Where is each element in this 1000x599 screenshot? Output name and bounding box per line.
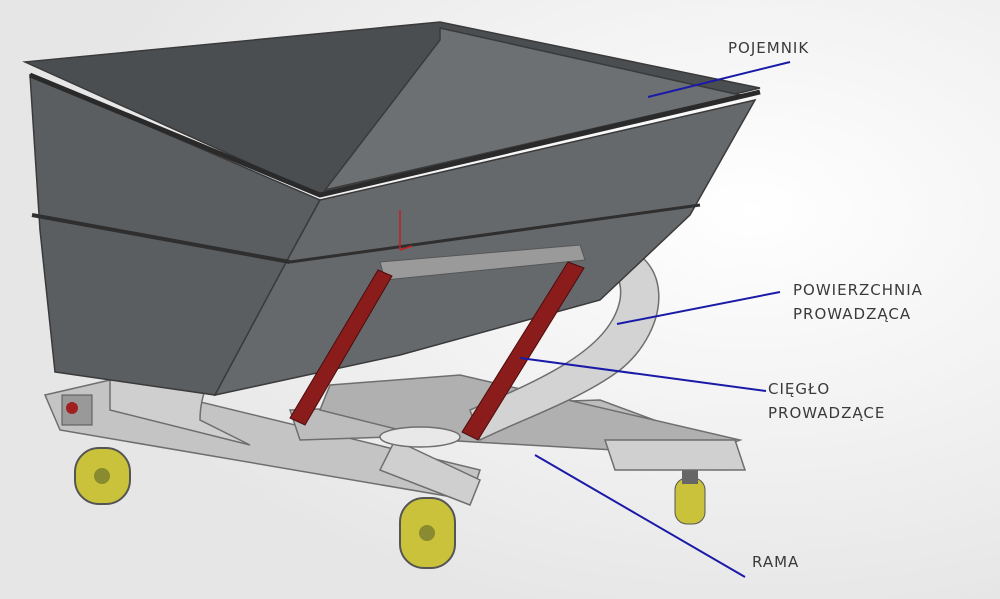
label-container: POJEMNIK [728,39,810,57]
leader-line-frame [534,454,746,578]
wheel-front-center [399,497,456,569]
label-guide-rod: CIĘGŁO PROWADZĄCE [768,377,885,425]
leader-line-container [647,61,791,98]
leader-line-guide-surface [616,291,781,325]
leader-lines [519,61,791,578]
label-guide-surface-line2: PROWADZĄCA [793,305,912,323]
label-guide-surface-line1: POWIERZCHNIA [793,281,923,299]
label-guide-rod-line2: PROWADZĄCE [768,404,886,422]
leader-line-guide-rod [519,357,767,392]
label-guide-rod-line1: CIĘGŁO [768,380,831,398]
frame [43,374,747,506]
caster-lock [61,394,93,426]
guide-rod [289,261,585,441]
wheel-front-left [74,447,131,505]
wheel-back-right [674,470,706,525]
container-axis-marker [399,210,413,251]
label-frame: RAMA [752,553,800,571]
label-guide-surface: POWIERZCHNIA PROWADZĄCA [793,278,923,326]
